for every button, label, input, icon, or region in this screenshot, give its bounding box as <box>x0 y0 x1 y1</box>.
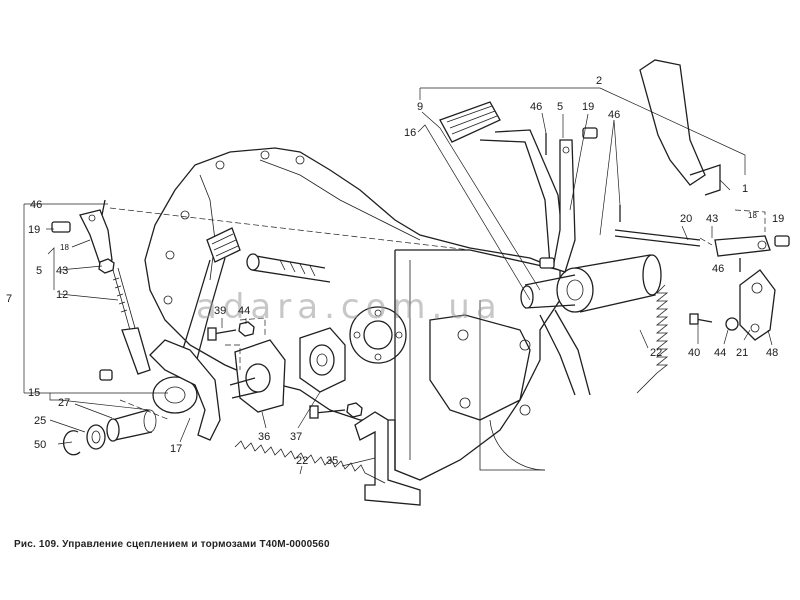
callout-18-right: 18 <box>748 211 757 220</box>
callout-22-lower: 22 <box>296 455 308 467</box>
callout-labels: 2 9 16 46 5 19 46 1 20 43 18 19 46 22 40… <box>6 75 784 467</box>
watermark-text: adara.com.ua <box>196 287 503 327</box>
leader-lines <box>23 87 773 475</box>
callout-21: 21 <box>736 347 748 359</box>
callout-48: 48 <box>766 347 778 359</box>
callout-7: 7 <box>6 293 12 305</box>
assembly-guide-lines <box>109 207 766 421</box>
callout-44-left: 44 <box>238 305 250 317</box>
callout-5-left: 5 <box>36 265 42 277</box>
callout-19-top: 19 <box>582 101 594 113</box>
callout-35: 35 <box>326 455 338 467</box>
callout-39: 39 <box>214 305 226 317</box>
callout-12: 12 <box>56 289 68 301</box>
callout-15: 15 <box>28 387 40 399</box>
callout-2: 2 <box>596 75 602 87</box>
callout-50: 50 <box>34 439 46 451</box>
callout-19-right: 19 <box>772 213 784 225</box>
callout-25: 25 <box>34 415 46 427</box>
callout-46-right: 46 <box>712 263 724 275</box>
callout-1: 1 <box>742 183 748 195</box>
callout-27: 27 <box>58 397 70 409</box>
callout-5-top: 5 <box>557 101 563 113</box>
callout-43-right: 43 <box>706 213 718 225</box>
callout-22-upper: 22 <box>650 347 662 359</box>
brake-pedal-assembly <box>439 59 790 396</box>
callout-9: 9 <box>417 101 423 113</box>
callout-37: 37 <box>290 431 302 443</box>
clutch-pedal-assembly <box>51 199 421 506</box>
callout-16: 16 <box>404 127 416 139</box>
callout-20: 20 <box>680 213 692 225</box>
callout-36: 36 <box>258 431 270 443</box>
callout-40: 40 <box>688 347 700 359</box>
callout-18-left: 18 <box>60 243 69 252</box>
figure-caption: Рис. 109. Управление сцеплением и тормоз… <box>14 539 330 550</box>
callout-44-right: 44 <box>714 347 726 359</box>
callout-46-top-right: 46 <box>608 109 620 121</box>
callout-19-left: 19 <box>28 224 40 236</box>
callout-17: 17 <box>170 443 182 455</box>
callout-46-top: 46 <box>530 101 542 113</box>
callout-46-left: 46 <box>30 199 42 211</box>
callout-43-left: 43 <box>56 265 68 277</box>
